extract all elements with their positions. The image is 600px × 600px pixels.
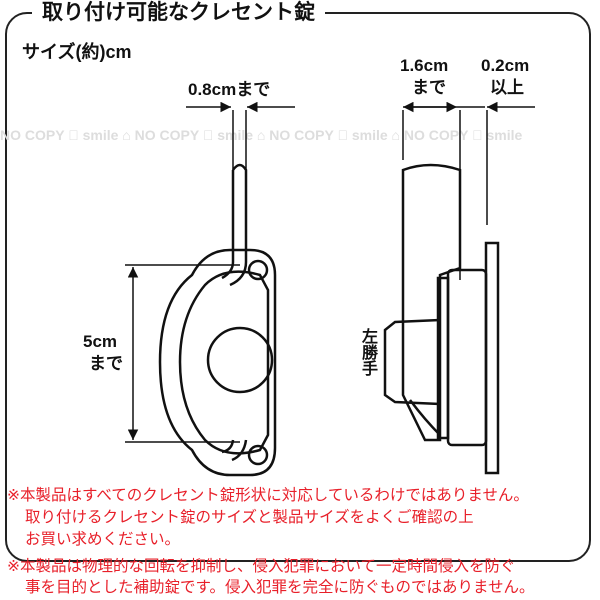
dim-height-value: 5cm: [83, 332, 118, 351]
note-inside-3: お買い求めください。: [25, 530, 181, 548]
side-view: [383, 163, 500, 475]
dim-gap-value: 0.2cm: [481, 56, 530, 75]
dim-front-width-label: 0.8cmまで: [188, 80, 271, 99]
note-inside-1: ※本製品はすべてのクレセント錠形状に対応しているわけではありません。: [7, 486, 529, 504]
page-title: 取り付け可能なクレセント錠: [32, 0, 325, 26]
note-outside-1: ※本製品は物理的な回転を抑制し、侵入犯罪において一定時間侵入を防ぐ: [7, 557, 516, 575]
note-outside-2: 事を目的とした補助錠です。侵入犯罪を完全に防ぐものではありません。: [25, 578, 535, 596]
dim-depth-suffix: まで: [412, 78, 446, 97]
watermark: NO COPY ⃠ smile ⌂ NO COPY ⃠ smile ⌂ NO C…: [0, 127, 523, 143]
dim-depth-value: 1.6cm: [400, 56, 449, 75]
front-view: [158, 163, 277, 477]
dim-gap-suffix: 以上: [490, 78, 524, 97]
note-inside-2: 取り付けるクレセント錠のサイズと製品サイズをよくご確認の上: [25, 508, 474, 526]
size-label: サイズ(約)cm: [22, 42, 132, 62]
dim-height-suffix: まで: [89, 354, 123, 373]
left-hand-label: 左勝手: [359, 328, 376, 376]
